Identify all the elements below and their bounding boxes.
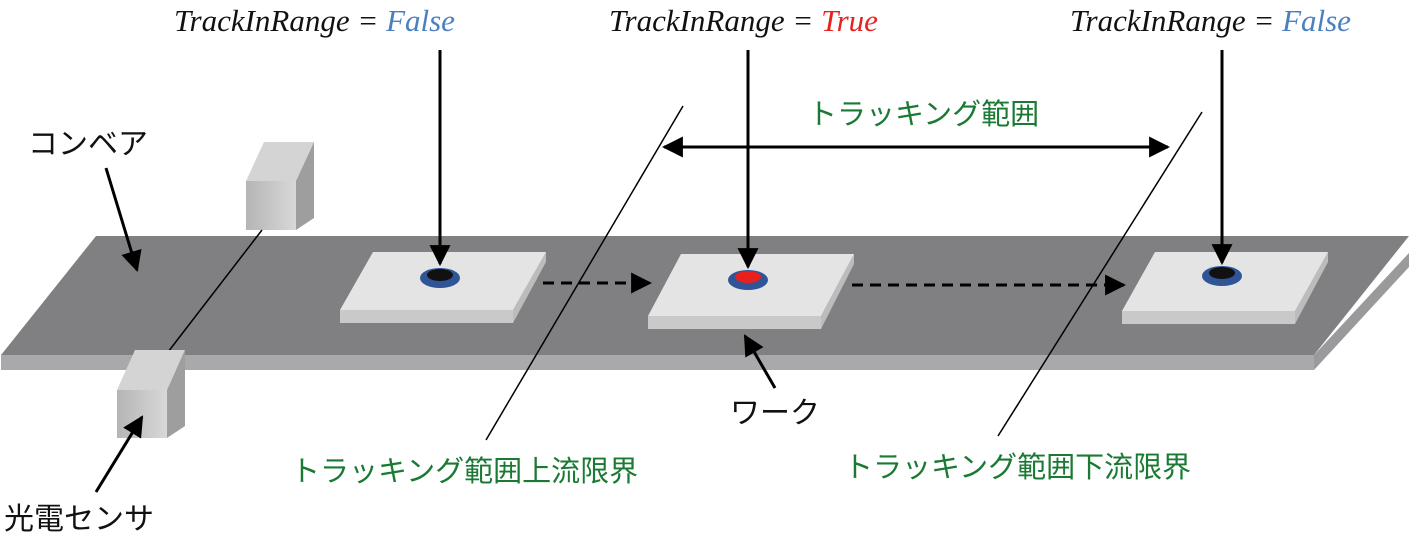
sensor-lower xyxy=(117,350,185,438)
sensor-beam xyxy=(167,229,263,353)
conveyor-pointer-arrow xyxy=(104,167,142,273)
workpiece-right xyxy=(1122,252,1328,324)
work-pointer-arrow xyxy=(743,334,777,389)
upstream-limit-label: トラッキング範囲上流限界 xyxy=(291,454,638,488)
tracking-marker-icon xyxy=(420,266,1242,290)
state-label-right: TrackInRange = False xyxy=(1070,3,1351,38)
marker-right xyxy=(1202,266,1242,286)
sensor-label: 光電センサ xyxy=(4,502,154,537)
marker-center xyxy=(728,270,768,290)
downstream-limit-line xyxy=(997,111,1203,437)
sensor-upper xyxy=(246,142,314,230)
downstream-limit-label: トラッキング範囲下流限界 xyxy=(844,450,1191,484)
workpiece-center xyxy=(648,254,854,329)
state-label-center: TrackInRange = True xyxy=(609,3,878,38)
sensor-pointer-arrow xyxy=(94,415,144,493)
tracking-range-label: トラッキング範囲 xyxy=(808,97,1039,131)
upstream-limit-line xyxy=(485,105,684,441)
marker-left xyxy=(420,268,460,288)
conveyor-side-edge xyxy=(1314,253,1409,370)
conveyor-front-edge xyxy=(1,355,1314,370)
work-label: ワーク xyxy=(730,396,820,431)
state-label-left: TrackInRange = False xyxy=(174,3,455,38)
conveyor-label: コンベア xyxy=(28,127,148,162)
photoelectric-sensor-icon xyxy=(117,142,314,438)
